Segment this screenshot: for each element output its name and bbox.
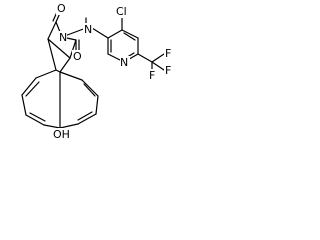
atom-fluorine-2: F	[149, 69, 155, 82]
atom-nitrogen-imide: N	[59, 31, 67, 44]
atom-fluorine-1: F	[165, 47, 171, 60]
atom-hydroxyl: OH	[53, 128, 70, 141]
atom-oxygen-top: O	[57, 2, 66, 15]
atom-fluorine-3: F	[165, 64, 171, 77]
atom-oxygen-right: O	[73, 50, 82, 63]
atom-nitrogen-amine: N	[84, 23, 92, 36]
atom-chlorine: Cl	[116, 5, 127, 18]
chemical-structure: O N N N O Cl F F F OH	[21, 2, 173, 141]
atom-nitrogen-pyridine: N	[120, 56, 128, 69]
atom-labels: O N N N O Cl F F F OH	[53, 2, 173, 141]
